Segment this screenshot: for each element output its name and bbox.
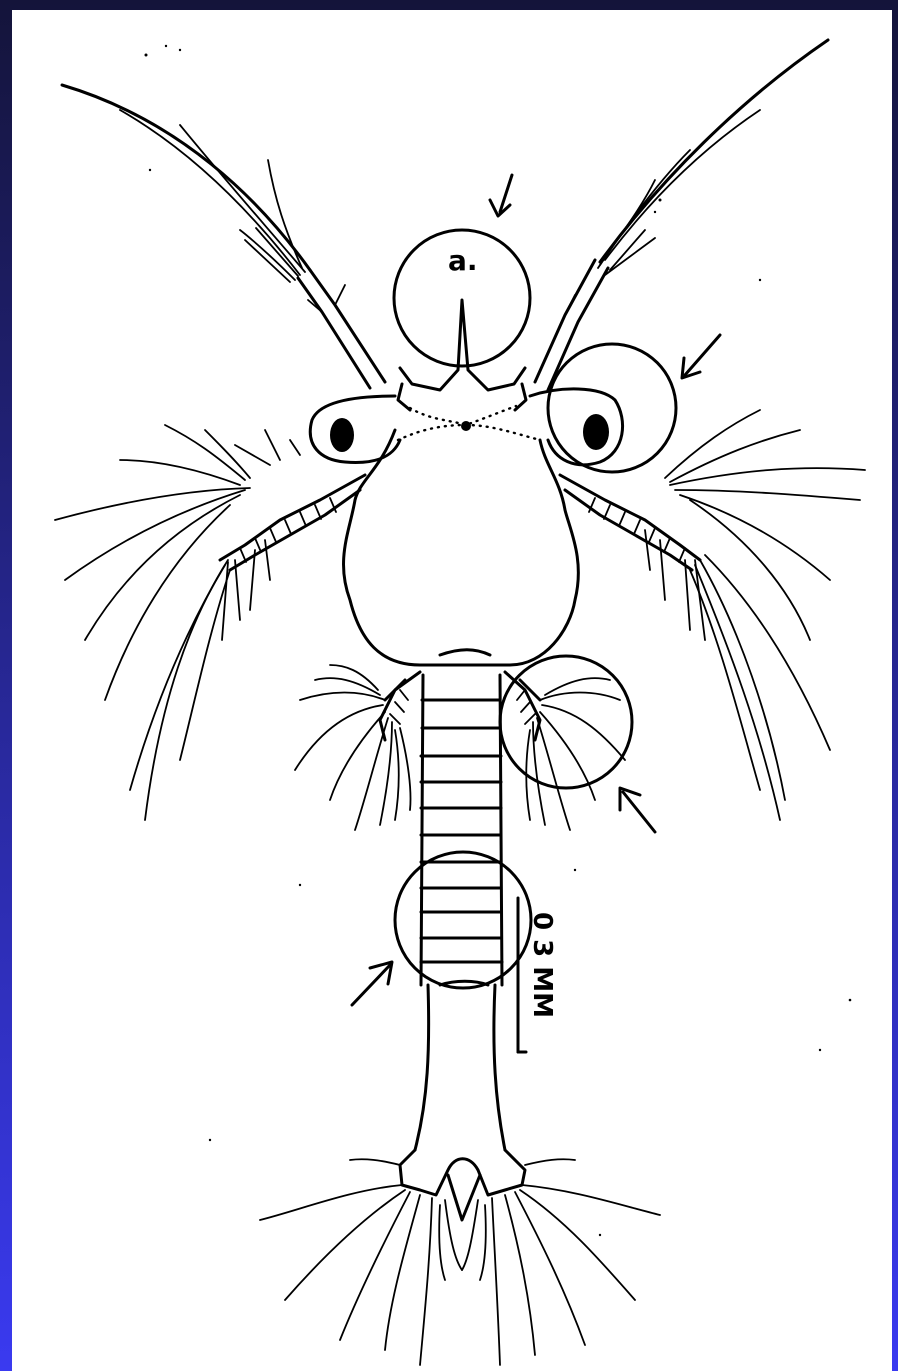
right-mandible [505,672,625,830]
highlight-circle-segments [395,852,531,988]
left-mandible [295,665,420,830]
highlight-circle-limb [500,656,632,788]
abdomen [415,985,505,1150]
print-specks [145,45,852,1236]
right-antennule [535,40,828,390]
arrow-icon [682,335,720,378]
figure-panel: 0 3 MM a. [12,10,892,1371]
left-antenna [55,425,365,820]
circle-label: a. [448,244,478,277]
nauplius-larva-drawing: 0 3 MM a. [12,10,892,1371]
left-antennule [62,85,385,388]
body-carapace [344,430,579,665]
arrow-icon [620,788,655,832]
left-eye [310,396,400,462]
head-region [398,300,540,440]
arrow-icon [352,962,392,1005]
telson [260,1150,660,1365]
segmented-trunk [421,650,502,985]
scale-bar-label: 0 3 MM [527,912,557,1018]
arrow-icon [490,175,512,216]
